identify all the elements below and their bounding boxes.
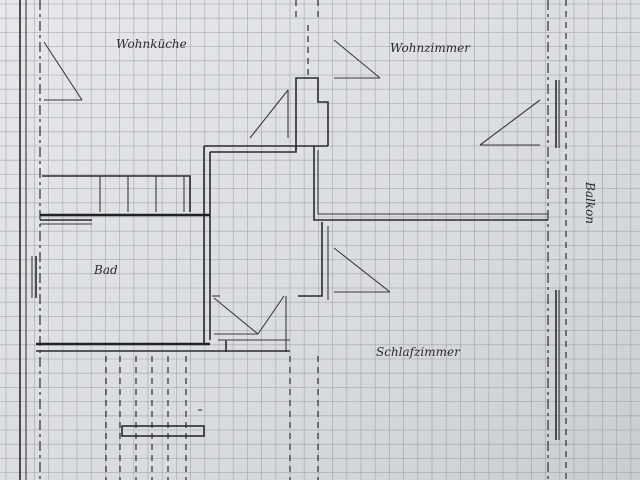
room-label-wohnkueche: Wohnküche (116, 37, 187, 51)
right-outer-wall (547, 0, 567, 480)
center-lower-axis (289, 356, 319, 480)
bedroom-door-swing (333, 247, 391, 293)
room-label-wohnzimmer: Wohnzimmer (390, 41, 471, 55)
left-outer-wall (19, 0, 41, 480)
central-hallway (203, 77, 548, 352)
room-label-balkon: Balkon (583, 181, 597, 224)
hall-door-swing-1 (249, 89, 289, 139)
room-label-schlafzimmer: Schlafzimmer (376, 345, 461, 359)
kitchen-door-swing (43, 41, 83, 101)
bath-kitchen-wall (40, 213, 210, 225)
kitchen-counter (42, 175, 191, 212)
stairs (105, 356, 205, 480)
top-doorway (295, 0, 319, 78)
living-door-swing (333, 39, 381, 79)
bath-lower-wall (31, 256, 290, 352)
bath-door-swing (213, 295, 285, 335)
room-label-bad: Bad (93, 263, 118, 277)
living-door-swing-2 (479, 99, 541, 146)
